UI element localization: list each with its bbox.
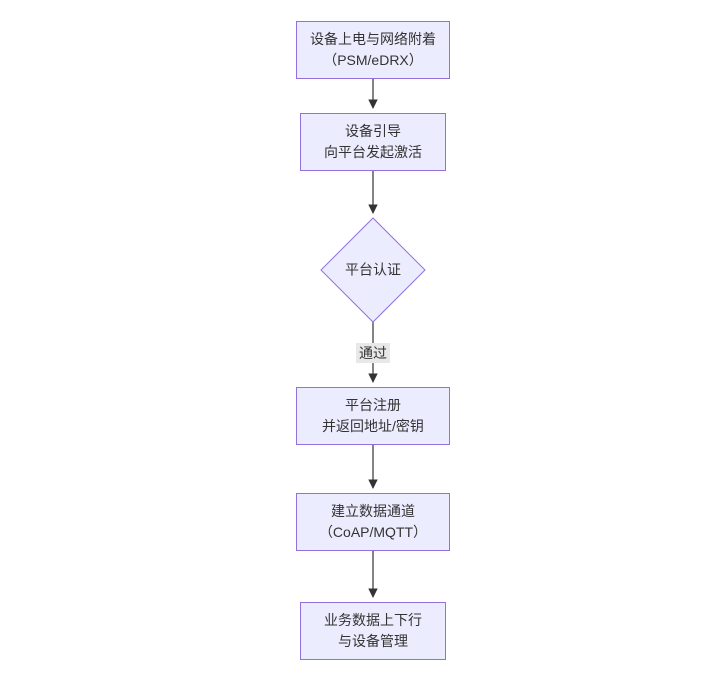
edge-label-pass: 通过 — [356, 343, 390, 363]
flow-node-business-data: 业务数据上下行 与设备管理 — [300, 602, 446, 660]
node-label-line: 设备引导 — [345, 123, 401, 139]
node-label-line: 与设备管理 — [338, 633, 408, 649]
decision-diamond-shape — [320, 217, 426, 323]
node-label-line: 并返回地址/密钥 — [322, 418, 424, 434]
node-label-line: 业务数据上下行 — [324, 612, 422, 628]
node-label-line: 向平台发起激活 — [324, 144, 422, 160]
node-label-line: （PSM/eDRX） — [323, 52, 423, 68]
flow-node-register: 平台注册 并返回地址/密钥 — [296, 387, 450, 445]
node-label-line: 建立数据通道 — [331, 503, 415, 519]
flow-node-power-attach: 设备上电与网络附着 （PSM/eDRX） — [296, 21, 450, 79]
node-label-line: （CoAP/MQTT） — [318, 524, 428, 540]
node-label-line: 设备上电与网络附着 — [310, 31, 436, 47]
flow-node-data-channel: 建立数据通道 （CoAP/MQTT） — [296, 493, 450, 551]
flow-node-auth-decision-label: 平台认证 — [345, 261, 401, 278]
node-label-line: 平台注册 — [345, 397, 401, 413]
flow-node-bootstrap: 设备引导 向平台发起激活 — [300, 113, 446, 171]
